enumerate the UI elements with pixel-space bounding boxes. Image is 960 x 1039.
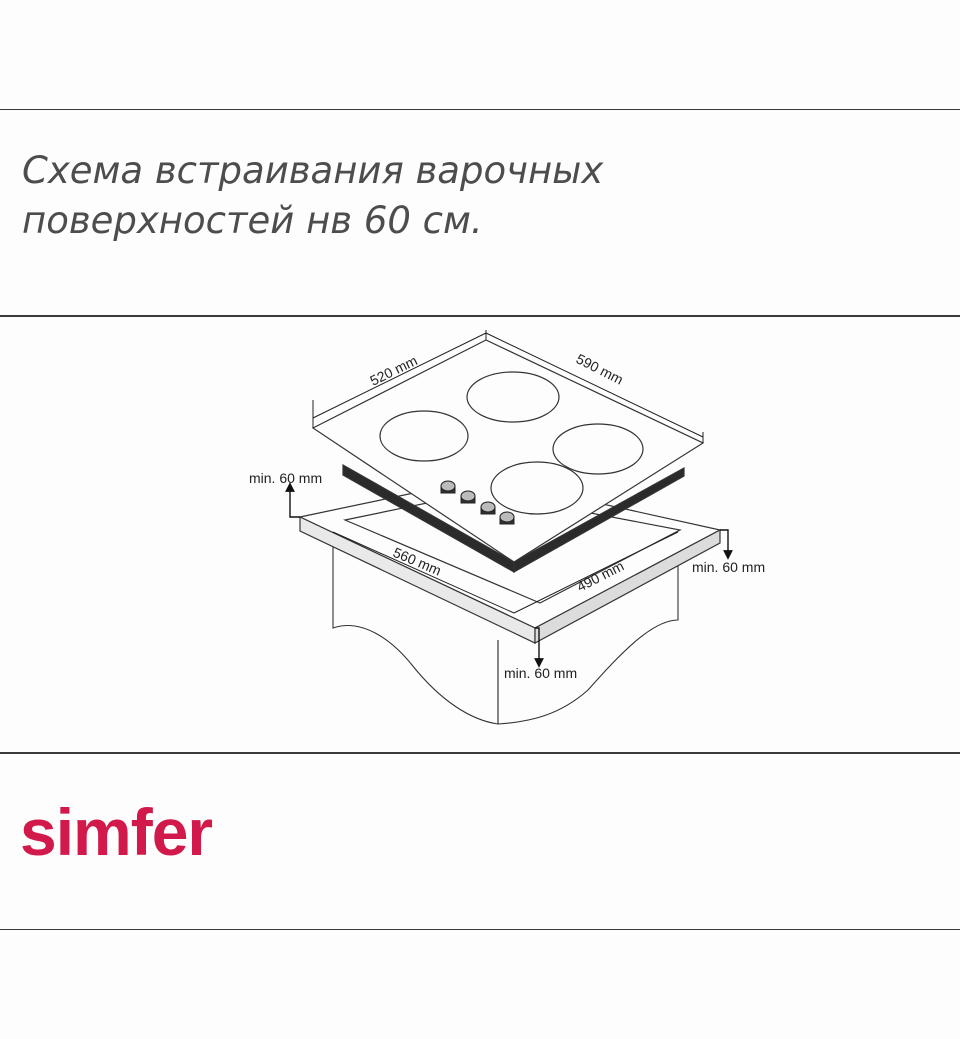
burner-right: [552, 423, 644, 475]
dimension-lines: [312, 330, 704, 614]
bottom-divider: [0, 929, 960, 930]
title-line-2: поверхностей нв 60 см.: [22, 199, 483, 242]
clearance-arrows: [285, 482, 733, 668]
header-divider: [0, 315, 960, 317]
burner-left: [379, 410, 469, 462]
control-knobs: [440, 480, 515, 525]
cabinet: [332, 540, 679, 725]
title-line-1: Схема встраивания варочных: [22, 149, 604, 192]
hob: [311, 339, 705, 574]
burner-front: [490, 461, 584, 515]
clearance-front-label: min. 60 mm: [504, 665, 577, 681]
dim-width-label: 590 mm: [574, 350, 626, 387]
diagram-bottom-divider: [0, 752, 960, 754]
burner-rear: [466, 371, 560, 423]
brand-logo: simfer: [20, 795, 213, 869]
clearance-side-label: min. 60 mm: [692, 559, 765, 575]
page-title: Схема встраивания варочных поверхностей …: [22, 146, 603, 246]
clearance-back-label: min. 60 mm: [249, 470, 322, 486]
top-divider: [0, 109, 960, 110]
